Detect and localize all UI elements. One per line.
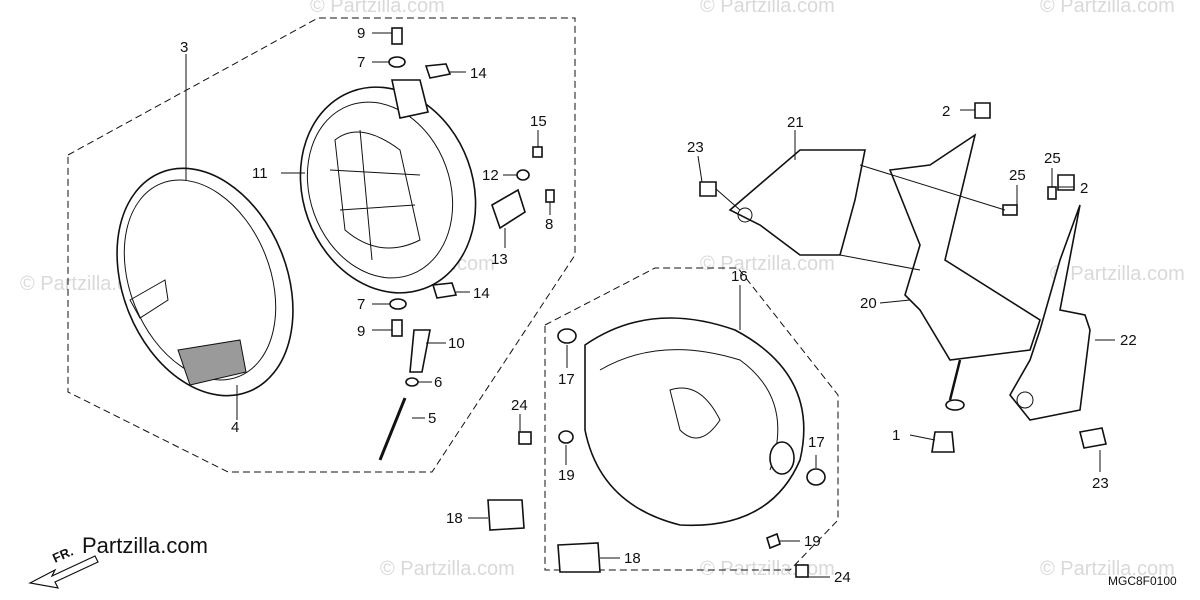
clamp-18-left (487, 499, 525, 531)
callout-1: 1 (892, 427, 900, 444)
leader-lines (185, 32, 1115, 578)
nut-2-right (1057, 174, 1075, 191)
watermark: © Partzilla.com (1040, 558, 1175, 580)
bracket-21 (728, 149, 866, 256)
callout-2: 2 (1080, 180, 1088, 197)
watermark: © Partzilla.com (700, 0, 835, 17)
callout-16: 16 (731, 268, 748, 285)
callout-11: 11 (252, 165, 268, 182)
callout-18: 18 (446, 510, 463, 527)
collar-7-bottom (389, 298, 407, 310)
callout-labels: 3 4 11 9 7 14 15 12 13 8 7 9 10 6 5 14 1… (180, 25, 1137, 586)
bracket-20 (888, 133, 1041, 361)
callout-9: 9 (357, 323, 365, 340)
callout-14: 14 (470, 65, 487, 82)
screw-8 (545, 189, 555, 203)
collar-7-top (388, 56, 406, 68)
headlight-case (584, 317, 805, 527)
callout-12: 12 (482, 167, 499, 184)
callout-7: 7 (357, 296, 365, 313)
callout-7: 7 (357, 54, 365, 71)
watermark: © Partzilla.com (1040, 0, 1175, 17)
watermark-layer: © Partzilla.com © Partzilla.com © Partzi… (20, 0, 1185, 580)
callout-20: 20 (860, 295, 877, 312)
callout-25: 25 (1044, 150, 1061, 167)
clip-15 (532, 146, 543, 158)
nut-12 (516, 169, 530, 181)
callout-17: 17 (558, 371, 575, 388)
brand-text: Partzilla.com (82, 533, 208, 558)
callout-23: 23 (1092, 475, 1109, 492)
callout-24: 24 (511, 397, 528, 414)
grommet-19-right (766, 532, 781, 550)
callout-9: 9 (357, 25, 365, 42)
direction-label: FR. (50, 544, 75, 566)
diagram-code: MGC8F0100 (1108, 574, 1177, 588)
nut-14-top (424, 63, 452, 79)
callout-22: 22 (1120, 332, 1137, 349)
callout-13: 13 (491, 251, 508, 268)
spring-10 (409, 329, 431, 373)
callout-23: 23 (687, 139, 704, 156)
watermark: © Partzilla.com (700, 253, 835, 275)
callout-19: 19 (804, 533, 821, 550)
callout-2: 2 (942, 103, 950, 120)
callout-17: 17 (808, 434, 825, 451)
headlight-unit (299, 79, 477, 294)
bolt-25-right (1047, 186, 1057, 200)
callout-25: 25 (1009, 167, 1026, 184)
grommet-1 (931, 431, 955, 453)
clamp-18-bottom (557, 542, 601, 573)
mount-brackets (699, 102, 1107, 453)
callout-24: 24 (834, 569, 851, 586)
watermark: © Partzilla.com (1050, 263, 1185, 285)
case-fasteners (487, 328, 826, 578)
bolt-23-bottom (1079, 427, 1107, 449)
callout-15: 15 (530, 113, 547, 130)
nut-2-top (974, 102, 991, 119)
adjust-screw-5 (378, 397, 407, 461)
callout-21: 21 (787, 114, 804, 131)
bolt-24-left (518, 431, 532, 445)
bolt-24-bottom (795, 564, 809, 578)
callout-18: 18 (624, 550, 641, 567)
bolt-25-mid (1002, 204, 1018, 216)
nut-14-bottom (431, 282, 458, 299)
callout-19: 19 (558, 467, 575, 484)
bolt-9-top (391, 27, 403, 45)
bracket-13 (491, 188, 526, 230)
front-arrow-icon (28, 555, 99, 589)
grommet-17-left (557, 328, 577, 344)
callout-8: 8 (545, 216, 553, 233)
callout-14: 14 (473, 285, 490, 302)
callout-4: 4 (231, 419, 239, 436)
grommet-19-left (558, 430, 574, 444)
headlight-group-frame (67, 17, 576, 473)
bolt-9-bottom (391, 319, 403, 337)
callout-5: 5 (428, 410, 436, 427)
callout-10: 10 (448, 335, 465, 352)
watermark: © Partzilla.com (380, 558, 515, 580)
washer-6 (405, 377, 419, 387)
case-group-frame (544, 267, 839, 571)
callout-3: 3 (180, 39, 188, 56)
callout-6: 6 (434, 374, 442, 391)
bolt-23-top (699, 181, 717, 197)
grommet-17-right (806, 468, 826, 486)
watermark: © Partzilla.com (310, 0, 445, 17)
bracket-22 (1009, 204, 1091, 421)
headlight-rim (116, 167, 294, 397)
